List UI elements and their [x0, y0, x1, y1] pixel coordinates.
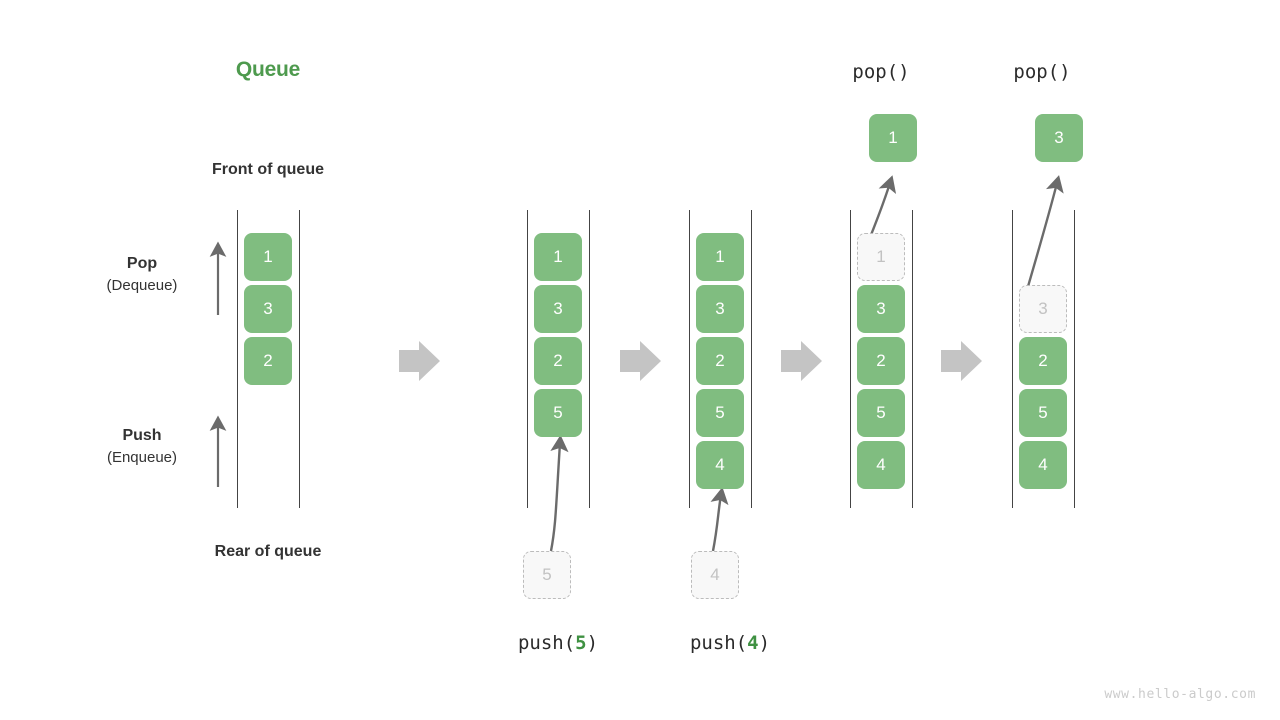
pop-label-sub: (Dequeue) [106, 277, 178, 294]
push-label-sub: (Enqueue) [106, 449, 178, 466]
caption-number: 5 [575, 632, 587, 654]
queue-rail-left-stage-4 [850, 210, 852, 508]
stage-caption-pop-1: pop() [852, 61, 910, 83]
caption-number: 4 [747, 632, 759, 654]
queue-cell: 4 [857, 441, 905, 489]
queue-cell: 3 [857, 285, 905, 333]
transition-arrow-2 [620, 341, 661, 381]
queue-stack-stage-1: 1 3 2 [244, 233, 292, 385]
popped-element-stage-4: 1 [869, 114, 917, 162]
queue-cell-ghost: 1 [857, 233, 905, 281]
queue-rail-right-stage-2 [589, 210, 591, 508]
queue-rail-right-stage-3 [751, 210, 753, 508]
queue-cell: 1 [534, 233, 582, 281]
watermark: www.hello-algo.com [1104, 687, 1256, 702]
front-of-queue-label: Front of queue [212, 161, 324, 178]
transition-arrow-3 [781, 341, 822, 381]
pop-3-arrow [1025, 175, 1064, 291]
queue-cell: 2 [857, 337, 905, 385]
queue-cell: 3 [244, 285, 292, 333]
stage-caption-push-4: push(4) [640, 632, 820, 654]
incoming-element-stage-2: 5 [523, 551, 571, 599]
pop-operation-label: Pop (Dequeue) [62, 253, 222, 297]
push-4-arrow [710, 486, 729, 552]
queue-cell: 5 [696, 389, 744, 437]
queue-stack-stage-2: 1 3 2 5 [534, 233, 582, 437]
push-label-main: Push [122, 427, 162, 444]
queue-rail-left-stage-5 [1012, 210, 1014, 508]
queue-rail-right-stage-4 [912, 210, 914, 508]
queue-cell: 1 [244, 233, 292, 281]
page-title: Queue [235, 58, 301, 81]
queue-stack-stage-4: 1 3 2 5 4 [857, 233, 905, 489]
queue-rail-right-stage-1 [299, 210, 301, 508]
transition-arrow-1 [399, 341, 440, 381]
queue-cell: 4 [1019, 441, 1067, 489]
queue-stack-stage-3: 1 3 2 5 4 [696, 233, 744, 489]
pop-1-arrow [867, 175, 897, 241]
queue-rail-left-stage-2 [527, 210, 529, 508]
caption-prefix: push( [689, 632, 748, 654]
queue-cell: 1 [696, 233, 744, 281]
queue-cell-ghost: 3 [1019, 285, 1067, 333]
queue-cell: 3 [696, 285, 744, 333]
queue-rail-right-stage-5 [1074, 210, 1076, 508]
pop-label-main: Pop [126, 255, 158, 272]
stage-caption-pop-3: pop() [1013, 61, 1071, 83]
queue-cell: 5 [1019, 389, 1067, 437]
push-operation-label: Push (Enqueue) [62, 425, 222, 469]
queue-cell: 3 [534, 285, 582, 333]
queue-cell: 5 [534, 389, 582, 437]
incoming-element-stage-3: 4 [691, 551, 739, 599]
transition-arrow-4 [941, 341, 982, 381]
queue-stack-stage-5: 3 2 5 4 [1019, 285, 1067, 489]
caption-prefix: push( [517, 632, 576, 654]
push-5-arrow [549, 434, 569, 552]
queue-rail-left-stage-3 [689, 210, 691, 508]
queue-cell: 2 [244, 337, 292, 385]
caption-suffix: ) [586, 632, 599, 654]
queue-cell: 2 [1019, 337, 1067, 385]
queue-cell: 4 [696, 441, 744, 489]
stage-caption-push-5: push(5) [468, 632, 648, 654]
queue-cell: 5 [857, 389, 905, 437]
queue-cell: 2 [534, 337, 582, 385]
queue-rail-left-stage-1 [237, 210, 239, 508]
popped-element-stage-5: 3 [1035, 114, 1083, 162]
rear-of-queue-label: Rear of queue [214, 543, 322, 560]
caption-suffix: ) [758, 632, 771, 654]
queue-cell: 2 [696, 337, 744, 385]
